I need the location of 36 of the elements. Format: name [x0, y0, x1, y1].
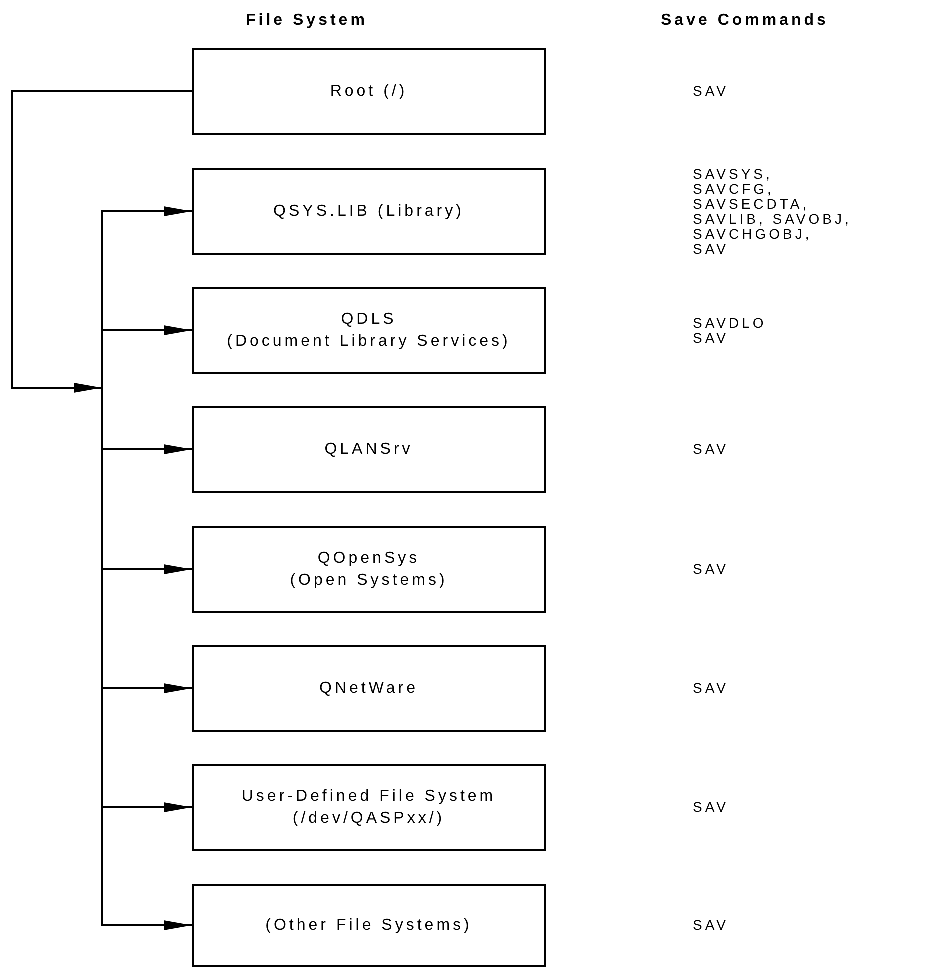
box-label: (Other File Systems)	[266, 916, 472, 936]
save-command: SAV	[693, 442, 729, 457]
save-command: SAV	[693, 84, 729, 99]
box-label: QNetWare	[320, 678, 418, 699]
save-command: SAVCHGOBJ,	[693, 226, 812, 242]
file-system-box	[192, 168, 546, 255]
file-system-box	[192, 526, 546, 613]
box-label: (Open Systems)	[290, 570, 448, 590]
box-label: QDLS	[341, 310, 397, 330]
box-label: User-Defined File System (/dev/QASPxx/)	[240, 786, 498, 828]
save-command: SAV	[693, 800, 729, 815]
file-system-box	[192, 287, 546, 374]
file-system-box	[192, 884, 546, 967]
save-command: SAVCFG,	[693, 182, 774, 196]
save-command: SAV	[693, 242, 729, 256]
box-label: (Document Library Services)	[227, 332, 511, 352]
save-command: SAVSYS,	[693, 166, 773, 182]
box-label: QSYS.LIB (Library)	[274, 202, 464, 222]
save-command: SAV	[693, 681, 729, 696]
box-label: QOpenSys	[318, 548, 420, 569]
file-system-box	[192, 645, 546, 732]
save-command: SAVLIB, SAVOBJ,	[693, 212, 852, 226]
connector-line	[11, 90, 192, 393]
file-system-box	[192, 406, 546, 493]
column-heading: Save Commands	[661, 12, 829, 30]
file-system-box	[192, 48, 546, 135]
save-command: SAVDLO	[693, 316, 767, 330]
box-label: Root (/)	[330, 82, 408, 102]
save-command: SAVSECDTA,	[693, 196, 810, 212]
column-heading: File System	[246, 12, 368, 30]
box-label: QLANSrv	[324, 440, 414, 460]
file-system-box	[192, 764, 546, 851]
arrow	[101, 326, 192, 388]
save-command: SAV	[693, 330, 729, 346]
save-command: SAV	[693, 918, 729, 933]
save-command: SAV	[693, 562, 729, 577]
